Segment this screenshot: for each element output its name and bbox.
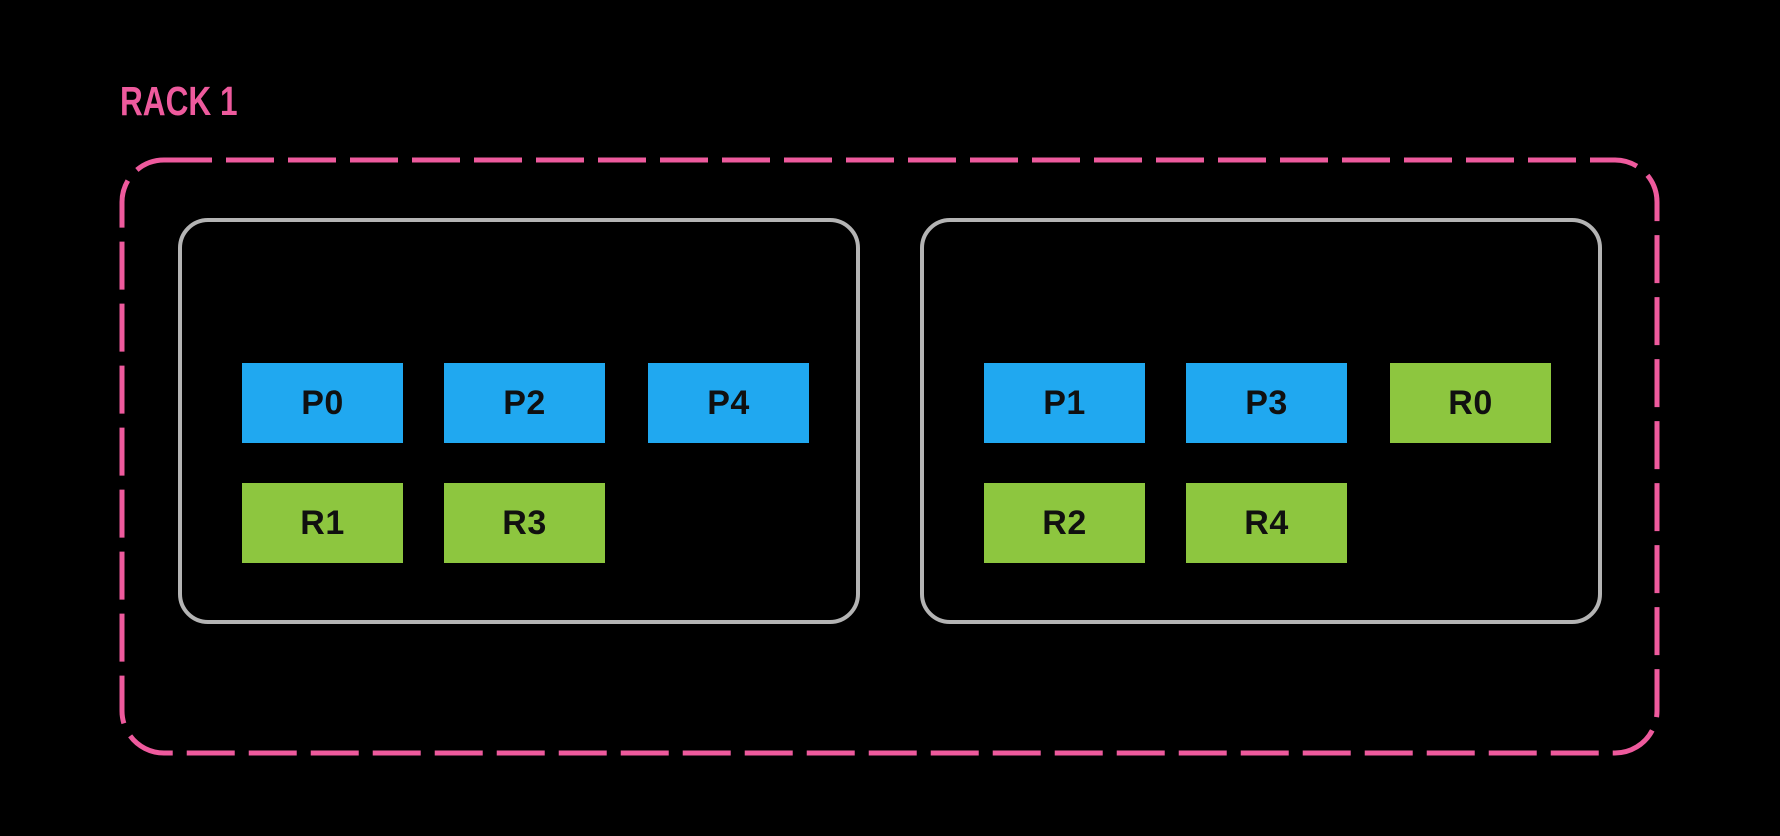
chip-p0-label: P0: [301, 383, 344, 422]
rack-boundary-rect: [119, 157, 1660, 756]
chip-r1-label: R1: [300, 503, 345, 542]
rack-boundary: [119, 157, 1660, 756]
chip-r1: R1: [242, 483, 403, 563]
chip-p4-label: P4: [707, 383, 750, 422]
node-a: P0 P2 P4 R1 R3: [178, 218, 860, 624]
chip-r2: R2: [984, 483, 1145, 563]
chip-r4: R4: [1186, 483, 1347, 563]
chip-p2-label: P2: [503, 383, 546, 422]
chip-r4-label: R4: [1244, 503, 1289, 542]
chip-r0-label: R0: [1448, 383, 1493, 422]
chip-r3-label: R3: [502, 503, 547, 542]
chip-p3: P3: [1186, 363, 1347, 443]
chip-p1-label: P1: [1043, 383, 1086, 422]
chip-p4: P4: [648, 363, 809, 443]
chip-p1: P1: [984, 363, 1145, 443]
chip-p2: P2: [444, 363, 605, 443]
node-b: P1 P3 R0 R2 R4: [920, 218, 1602, 624]
rack-title: RACK 1: [120, 78, 238, 124]
chip-p3-label: P3: [1245, 383, 1288, 422]
chip-r0: R0: [1390, 363, 1551, 443]
chip-p0: P0: [242, 363, 403, 443]
chip-r2-label: R2: [1042, 503, 1087, 542]
chip-r3: R3: [444, 483, 605, 563]
